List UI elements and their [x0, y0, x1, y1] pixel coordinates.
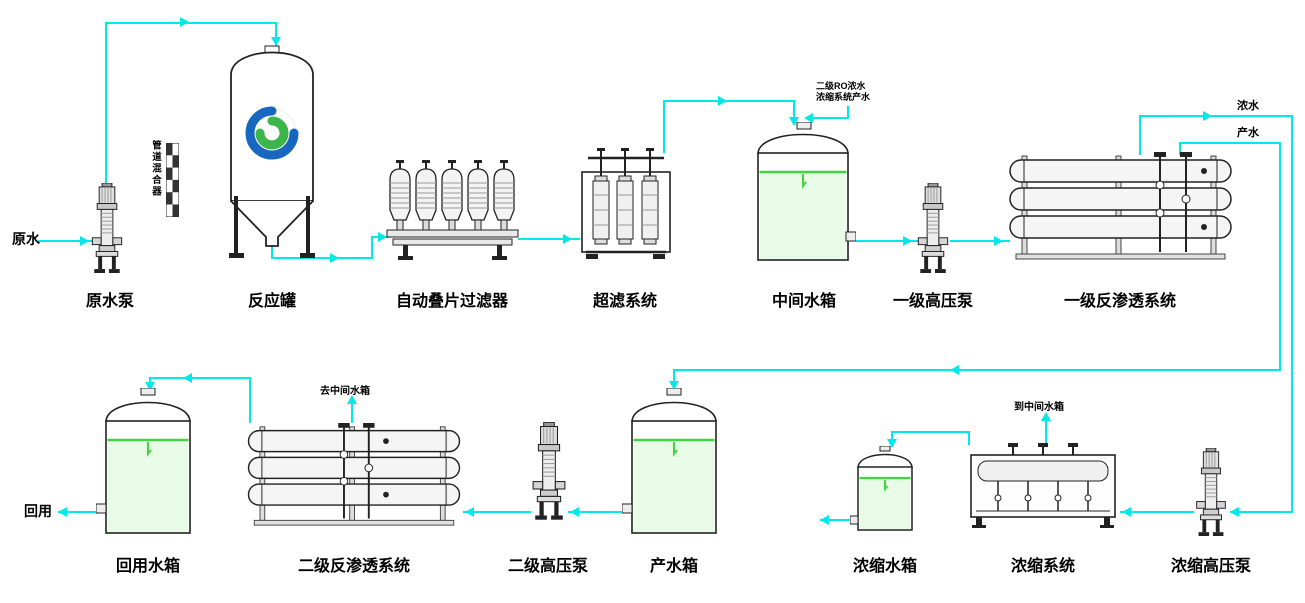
pipe-product-tank-to-pump2 — [568, 511, 624, 513]
stage1-hp-pump — [917, 183, 949, 273]
label-concentrate-system: 浓缩系统 — [1010, 558, 1075, 575]
concentrate-hp-pump — [1196, 448, 1226, 536]
label-reuse: 回用 — [24, 503, 52, 519]
label-concentrate-tank: 浓缩水箱 — [852, 558, 917, 575]
disc-filter — [386, 160, 519, 260]
label-product-tank: 产水箱 — [649, 558, 698, 575]
flow-arrow — [1041, 412, 1051, 421]
flow-arrow — [271, 37, 281, 46]
pipe-concsys-up — [1045, 418, 1047, 444]
flow-arrow — [1203, 111, 1212, 121]
reuse-tank — [96, 388, 191, 534]
flow-arrow — [669, 381, 679, 390]
flow-arrow — [789, 117, 799, 126]
flow-arrow — [820, 515, 829, 525]
label-to-intermediate-tank-2: 到中间水箱 — [1014, 402, 1064, 413]
pipe-filter-riser — [371, 236, 373, 259]
label-reaction-tank: 反应罐 — [247, 293, 296, 310]
note-line-2: 浓缩系统产水 — [816, 92, 871, 102]
flow-arrow — [570, 507, 579, 517]
flow-arrow — [330, 253, 339, 263]
flow-arrow — [347, 395, 357, 404]
pipe-pump2-to-ro2 — [463, 511, 531, 513]
stage1-ro-system — [1009, 152, 1232, 260]
pipe-ctank-outlet — [820, 519, 852, 521]
pipe-product-riser — [1179, 142, 1181, 155]
flow-arrow — [80, 236, 89, 246]
pipe-concsys-to-ctank — [891, 431, 970, 433]
pipe-raw-inlet — [38, 240, 92, 242]
note-line-1: 二级RO浓水 — [816, 81, 866, 91]
pipe-product-cross — [673, 369, 1281, 371]
pipe-ro2-riser — [249, 377, 251, 423]
label-disc-filter: 自动叠片过滤器 — [395, 293, 508, 310]
pipe-uf-header — [663, 100, 795, 102]
intermediate-tank — [757, 122, 856, 261]
label-raw-water: 原水 — [12, 231, 40, 247]
pipe-pump-riser — [105, 22, 107, 184]
label-intermediate-tank-note: 二级RO浓水 浓缩系统产水 — [816, 81, 870, 103]
concentrate-tank — [850, 446, 913, 531]
label-stage1-ro-system: 一级反渗透系统 — [1063, 293, 1176, 310]
stage2-hp-pump — [532, 422, 566, 520]
pipe-top-header — [105, 22, 277, 24]
pipe-filter-to-uf — [518, 238, 580, 240]
pipe-ro2-to-reuse-header — [149, 377, 251, 379]
flow-arrow — [183, 373, 192, 383]
pipe-reuse-outlet — [58, 511, 96, 513]
label-uf-system: 超滤系统 — [592, 293, 657, 310]
pipeline-mixer — [166, 143, 179, 217]
pipe-note-leader-v — [847, 106, 849, 118]
raw-water-pump — [91, 183, 123, 273]
flow-arrow — [563, 234, 572, 244]
flow-arrow — [950, 365, 959, 375]
pipe-pump1-to-ro1 — [950, 240, 1010, 242]
pipe-product-header — [1179, 142, 1281, 144]
pipe-bottom-run — [271, 257, 373, 259]
flow-arrow — [1122, 507, 1131, 517]
pipe-concentrate-to-pump3 — [1230, 511, 1293, 513]
flow-arrow — [887, 439, 897, 448]
label-stage2-ro-system: 二级反渗透系统 — [297, 558, 410, 575]
pipe-concsys-join — [968, 431, 970, 445]
flow-arrow — [1230, 507, 1239, 517]
pipe-ro2-concentrate-up — [351, 399, 353, 423]
flow-arrow — [378, 232, 387, 242]
label-stage1-hp-pump: 一级高压泵 — [892, 293, 973, 310]
pipe-concentrate-riser — [1139, 115, 1141, 155]
flow-arrow — [145, 382, 155, 391]
pipe-concentrate-downcomer — [1291, 115, 1293, 513]
pipe-intermediate-tank-drop — [793, 100, 795, 125]
reaction-tank — [229, 45, 315, 258]
pipe-uf-riser — [663, 100, 665, 153]
pipe-tank-outlet-drop — [271, 246, 273, 259]
label-raw-water-pump: 原水泵 — [85, 293, 134, 310]
label-stage2-hp-pump: 二级高压泵 — [507, 558, 588, 575]
pipe-concentrate-header — [1139, 115, 1293, 117]
label-reuse-tank: 回用水箱 — [115, 558, 180, 575]
label-concentrate-water: 浓水 — [1237, 100, 1259, 112]
flow-arrow — [804, 113, 813, 123]
label-concentrate-hp-pump: 浓缩高压泵 — [1170, 558, 1251, 575]
pipe-note-leader-h — [813, 117, 849, 119]
pipe-reaction-tank-drop — [275, 22, 277, 46]
flow-arrow — [465, 507, 474, 517]
pipe-pump3-to-concsys — [1120, 511, 1194, 513]
label-pipeline-mixer: 管道混合器 — [150, 140, 161, 198]
label-to-intermediate-tank: 去中间水箱 — [320, 386, 370, 397]
label-product-water: 产水 — [1237, 127, 1259, 139]
product-tank — [622, 388, 717, 534]
flow-arrow — [58, 507, 67, 517]
uf-system — [581, 148, 671, 259]
pipe-product-tank-drop — [673, 369, 675, 389]
flow-arrow — [180, 17, 189, 27]
pipe-intermediate-tank-outlet — [856, 240, 918, 242]
stage2-ro-system — [247, 423, 461, 526]
flow-arrow — [903, 236, 912, 246]
pipe-product-downcomer — [1279, 142, 1281, 371]
flow-arrow — [718, 96, 727, 106]
label-intermediate-tank: 中间水箱 — [771, 293, 836, 310]
flow-arrow — [994, 236, 1003, 246]
concentrate-system — [970, 443, 1116, 528]
